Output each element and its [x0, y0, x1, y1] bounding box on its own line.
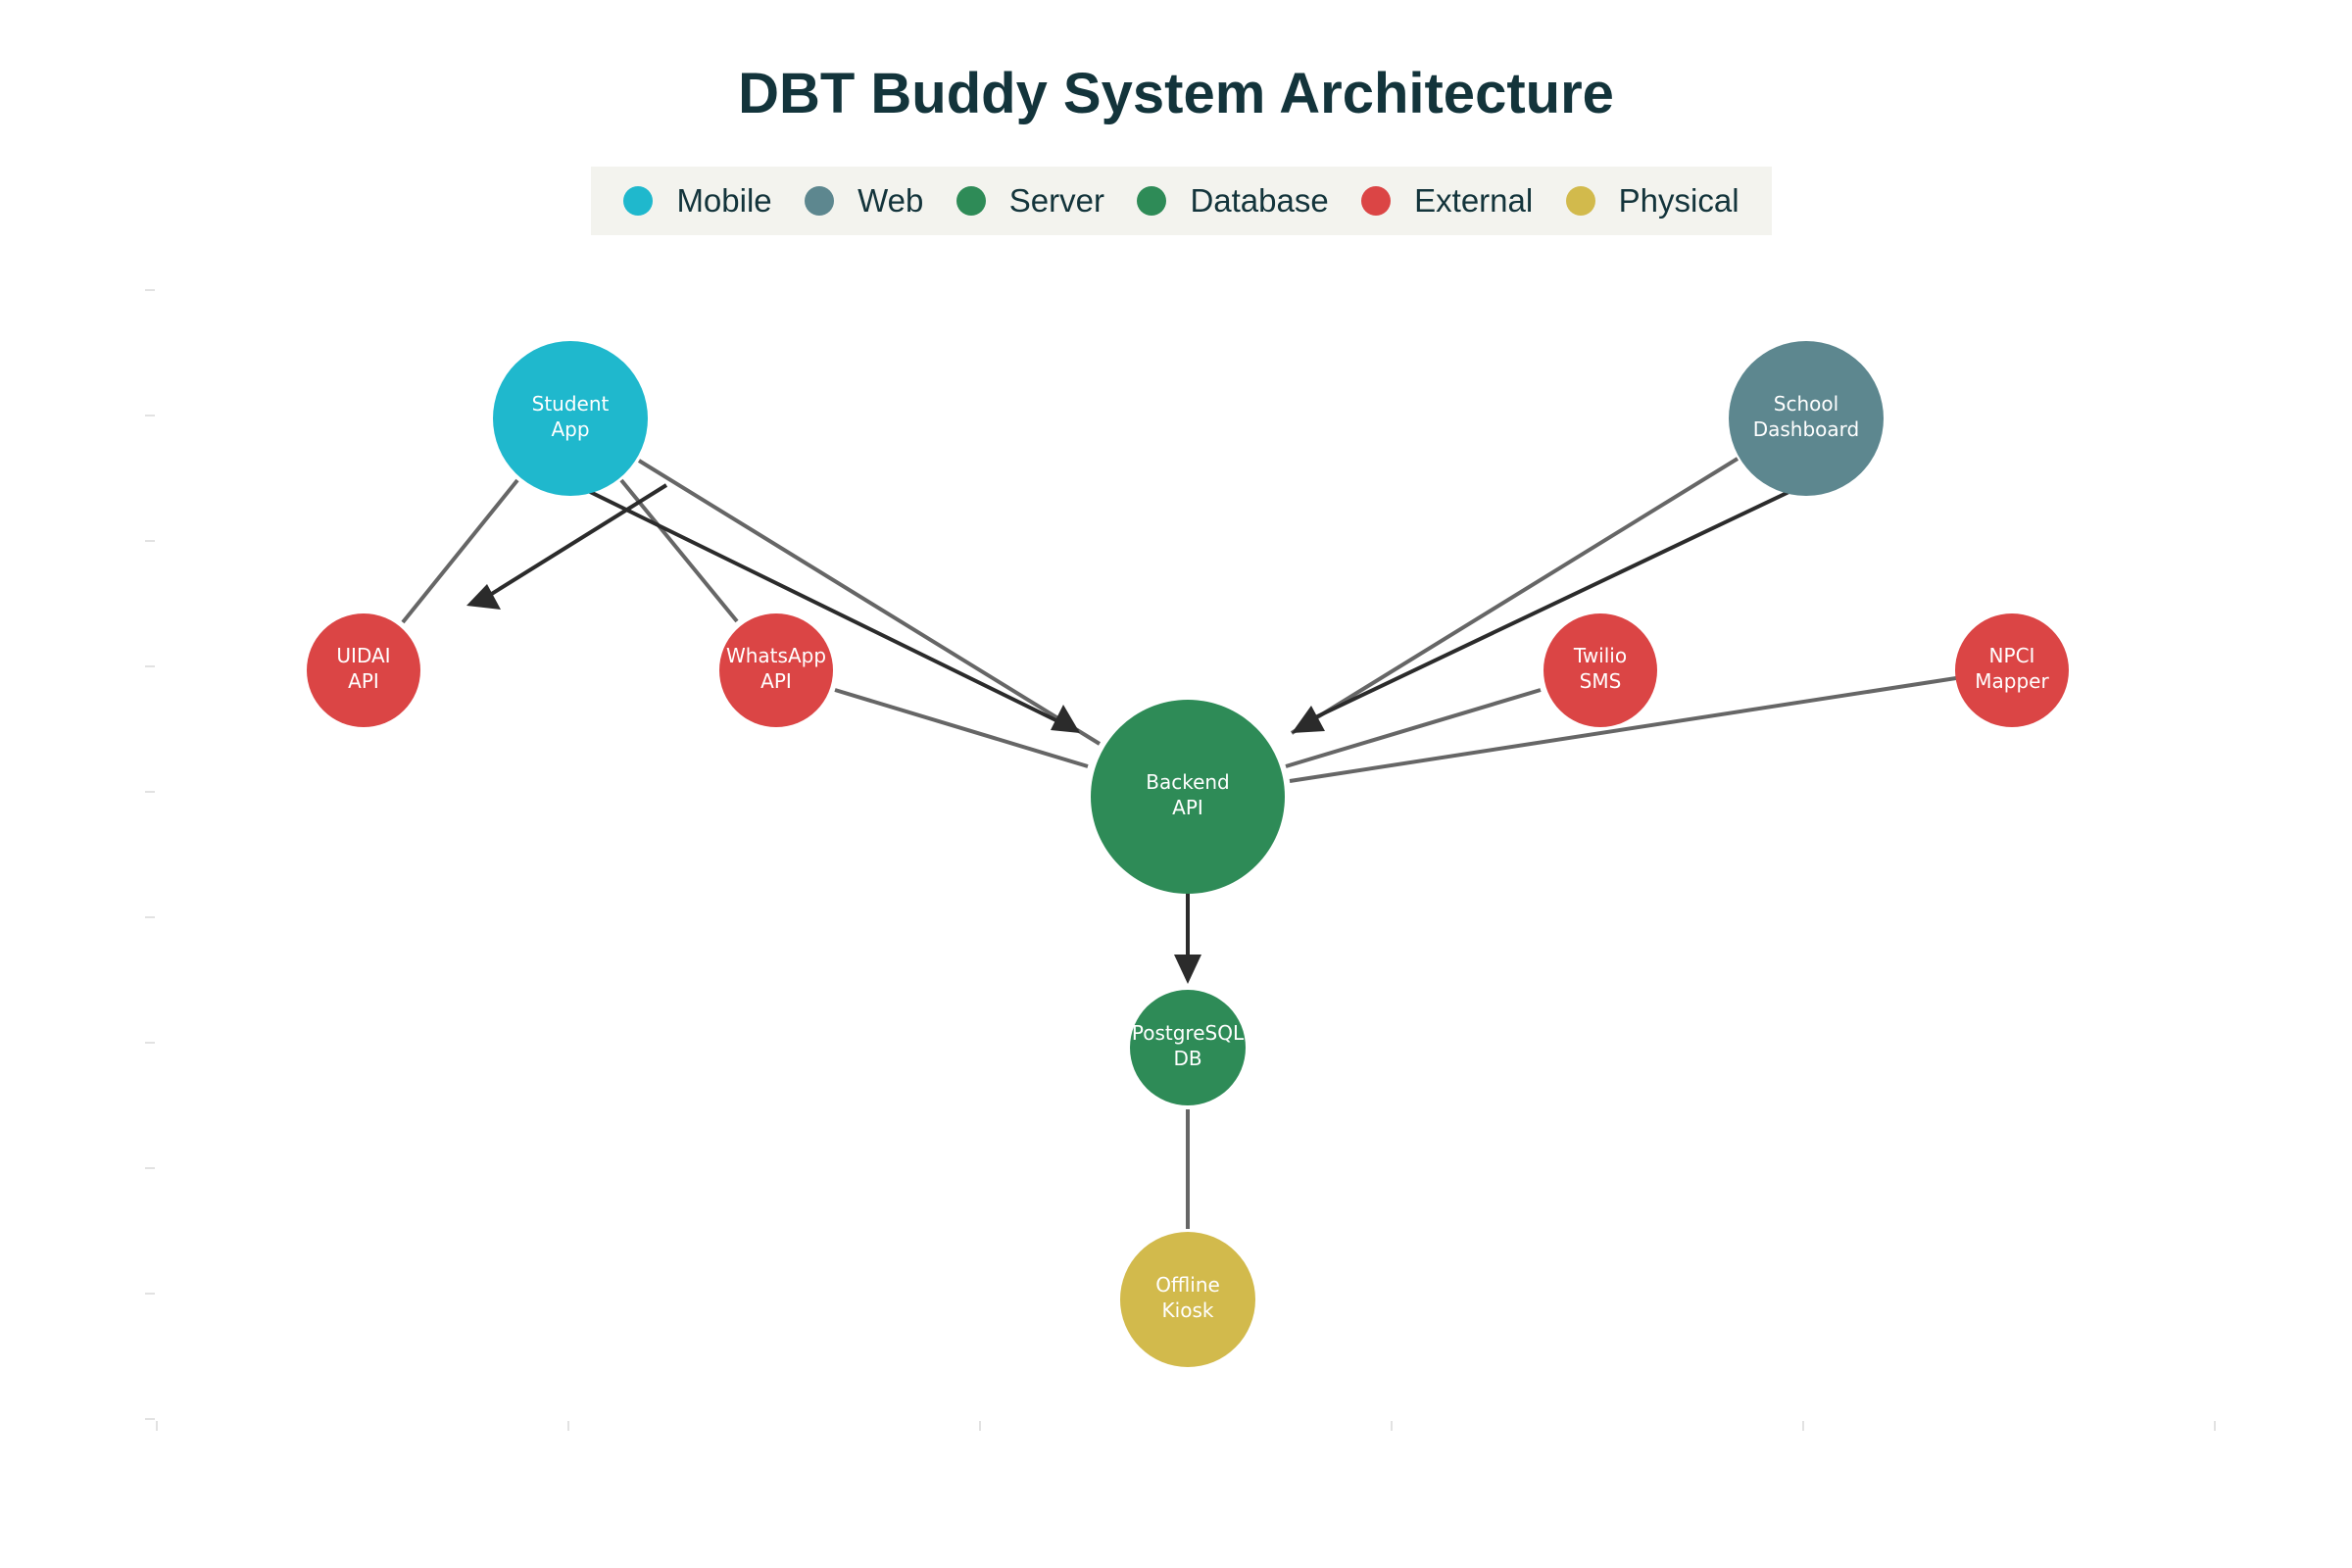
node-label-offline-kiosk-line2: Kiosk	[1162, 1298, 1214, 1322]
node-label-student-app-line1: Student	[532, 392, 610, 416]
node-label-backend-api-line2: API	[1172, 796, 1203, 819]
node-circle-postgresql-db	[1130, 990, 1246, 1105]
node-twilio-sms[interactable]: Twilio SMS	[1544, 613, 1657, 727]
node-circle-twilio-sms	[1544, 613, 1657, 727]
legend-item-database[interactable]: Database	[1137, 182, 1329, 220]
diagram-title: DBT Buddy System Architecture	[738, 62, 1614, 125]
node-circle-whatsapp-api	[719, 613, 833, 727]
arrow-student-app-backend-api	[577, 484, 1079, 733]
legend-item-external[interactable]: External	[1361, 182, 1533, 220]
node-uidai-api[interactable]: UIDAI API	[307, 613, 420, 727]
arrow-student-app-uidai-api	[480, 483, 668, 602]
arrowhead-backend-api-postgresql-db	[1174, 955, 1201, 984]
arrow-school-dashboard-backend-api	[1310, 484, 1802, 721]
node-school-dashboard[interactable]: School Dashboard	[1729, 341, 1884, 496]
legend-swatch-external	[1361, 186, 1392, 216]
legend-label-external: External	[1414, 182, 1534, 219]
node-label-offline-kiosk-line1: Offline	[1155, 1273, 1220, 1297]
legend-label-server: Server	[1008, 182, 1104, 219]
node-student-app[interactable]: Student App	[493, 341, 648, 496]
legend-item-server[interactable]: Server	[956, 182, 1104, 220]
edge-twilio-sms-backend-api	[1285, 688, 1542, 768]
legend-label-database: Database	[1190, 182, 1329, 219]
legend-swatch-web	[805, 186, 835, 216]
edge-student-app-backend-api	[637, 459, 1102, 746]
node-label-twilio-sms-line2: SMS	[1580, 669, 1622, 693]
node-label-postgresql-db-line2: DB	[1173, 1047, 1201, 1070]
legend-item-mobile[interactable]: Mobile	[623, 182, 772, 220]
legend-swatch-database	[1137, 186, 1167, 216]
edge-student-app-uidai-api	[401, 478, 519, 624]
node-label-school-dashboard-line1: School	[1774, 392, 1838, 416]
node-postgresql-db[interactable]: PostgreSQL DB	[1130, 990, 1246, 1105]
node-whatsapp-api[interactable]: WhatsApp API	[719, 613, 833, 727]
node-npci-mapper[interactable]: NPCI Mapper	[1955, 613, 2069, 727]
node-label-npci-mapper-line2: Mapper	[1975, 669, 2049, 693]
edge-whatsapp-api-backend-api	[834, 688, 1089, 768]
node-circle-student-app	[493, 341, 648, 496]
legend-swatch-mobile	[623, 186, 654, 216]
node-label-whatsapp-api-line1: WhatsApp	[726, 644, 826, 667]
legend-label-web: Web	[858, 182, 924, 219]
node-label-backend-api-line1: Backend	[1146, 770, 1230, 794]
legend-label-mobile: Mobile	[676, 182, 772, 219]
node-label-postgresql-db-line1: PostgreSQL	[1132, 1021, 1245, 1045]
edge-npci-mapper-backend-api	[1289, 676, 1957, 783]
arrowhead-student-app-backend-api	[1051, 705, 1080, 733]
legend-item-physical[interactable]: Physical	[1565, 182, 1740, 220]
node-circle-npci-mapper	[1955, 613, 2069, 727]
legend-label-physical: Physical	[1618, 182, 1740, 219]
node-offline-kiosk[interactable]: Offline Kiosk	[1120, 1232, 1255, 1367]
legend: Mobile Web Server Database External Phys…	[591, 167, 1772, 235]
arrowhead-school-dashboard-backend-api	[1292, 706, 1325, 733]
node-label-npci-mapper-line1: NPCI	[1989, 644, 2035, 667]
node-label-twilio-sms-line1: Twilio	[1573, 644, 1627, 667]
node-backend-api[interactable]: Backend API	[1091, 700, 1285, 894]
node-circle-offline-kiosk	[1120, 1232, 1255, 1367]
node-label-school-dashboard-line2: Dashboard	[1753, 417, 1860, 441]
node-circle-uidai-api	[307, 613, 420, 727]
arrowhead-student-app-uidai-api	[466, 584, 501, 610]
node-label-student-app-line2: App	[551, 417, 589, 441]
legend-swatch-physical	[1565, 186, 1595, 216]
axis-ticks	[145, 289, 2216, 1431]
node-label-whatsapp-api-line2: API	[760, 669, 792, 693]
edge-school-dashboard-backend-api	[1290, 457, 1740, 735]
node-circle-school-dashboard	[1729, 341, 1884, 496]
node-label-uidai-api-line2: API	[348, 669, 379, 693]
edge-student-app-whatsapp-api	[619, 478, 739, 623]
legend-swatch-server	[956, 186, 986, 216]
node-circle-backend-api	[1091, 700, 1285, 894]
edges	[401, 457, 1957, 1229]
legend-item-web[interactable]: Web	[805, 182, 923, 220]
node-label-uidai-api-line1: UIDAI	[336, 644, 390, 667]
